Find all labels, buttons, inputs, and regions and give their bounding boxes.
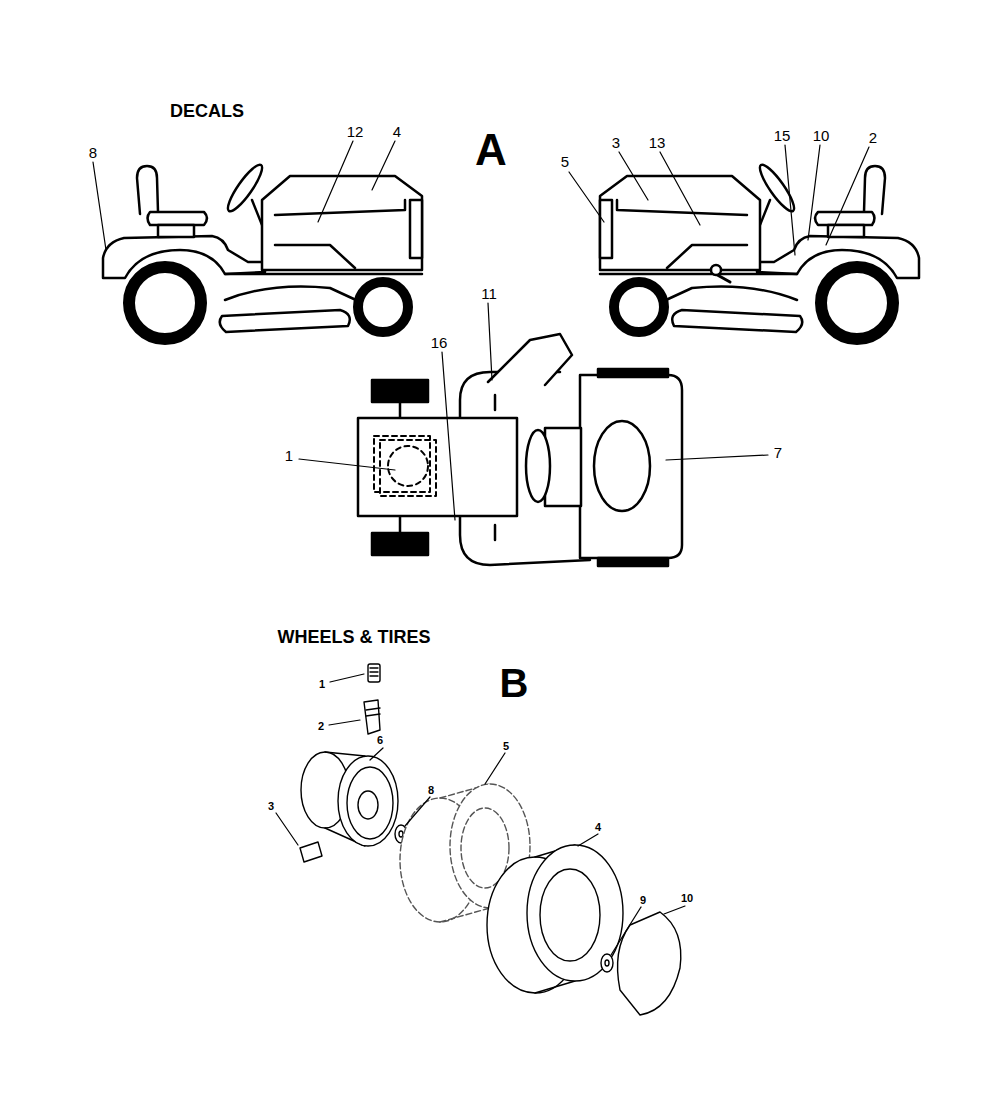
callout-number: 12: [347, 124, 364, 139]
callout-number: 3: [268, 801, 274, 812]
callout-number: 5: [503, 741, 509, 752]
section-letter: A: [475, 128, 507, 172]
callout-number: 2: [318, 721, 324, 732]
callout-number: 8: [89, 145, 97, 160]
callout-number: 5: [561, 154, 569, 169]
section-heading: WHEELS & TIRES: [277, 628, 430, 646]
callout-number: 15: [774, 128, 791, 143]
callout-number: 4: [393, 124, 401, 139]
callout-number: 8: [428, 785, 434, 796]
callout-number: 1: [285, 448, 293, 463]
callout-number: 10: [681, 893, 693, 904]
callout-number: 10: [813, 128, 830, 143]
callout-number: 9: [640, 895, 646, 906]
callout-number: 4: [595, 822, 601, 833]
section-letter: B: [500, 663, 529, 703]
callout-number: 16: [431, 335, 448, 350]
section-heading: DECALS: [170, 102, 244, 120]
callout-number: 13: [649, 135, 666, 150]
callout-number: 3: [612, 135, 620, 150]
callout-number: 7: [774, 445, 782, 460]
callout-number: 2: [869, 130, 877, 145]
callout-number: 11: [481, 286, 497, 301]
callout-number: 1: [319, 679, 325, 690]
callout-number: 6: [377, 735, 383, 746]
